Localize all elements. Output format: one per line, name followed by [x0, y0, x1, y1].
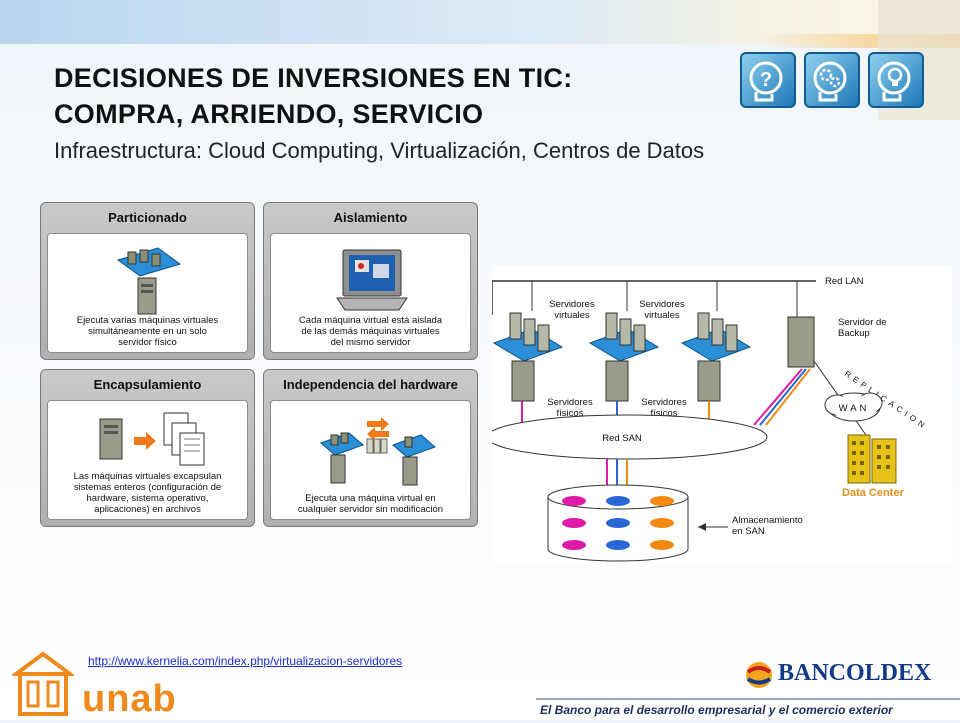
vm-migration-icon: [320, 417, 436, 486]
panel-description: Las máquinas virtuales excapsulan sistem…: [73, 471, 222, 515]
panel-content: Ejecuta una máquina virtual en cualquier…: [270, 400, 471, 520]
unab-logo-text: unab: [82, 678, 177, 720]
label-line: virtuales: [644, 310, 680, 321]
panel-title: Independencia del hardware: [283, 377, 458, 392]
panel-content: Ejecuta varias máquinas virtuales simult…: [47, 233, 248, 353]
lightbulb-head-icon: [868, 52, 924, 108]
label-line: virtuales: [554, 310, 590, 321]
panel-encapsulamiento: Encapsulamiento Las máquinas virtuales e…: [40, 369, 255, 527]
panel-title: Aislamiento: [333, 210, 408, 225]
panel-content: Cada máquina virtual está aislada de las…: [270, 233, 471, 353]
partitioned-server-icon: [116, 247, 182, 315]
label-line: físicos: [557, 408, 584, 419]
slide-subtitle: Infraestructura: Cloud Computing, Virtua…: [54, 138, 705, 163]
tagline-divider: [536, 698, 960, 720]
panel-content: Las máquinas virtuales excapsulan sistem…: [47, 400, 248, 520]
san-storage: [547, 484, 689, 562]
disk-blue: [606, 496, 630, 550]
source-link[interactable]: http://www.kernelia.com/index.php/virtua…: [88, 654, 403, 668]
disk-magenta: [562, 496, 586, 550]
label-data-center: Data Center: [842, 487, 904, 499]
laptop-icon: [336, 249, 408, 311]
label-line: en SAN: [732, 526, 765, 537]
panel-aislamiento: Aislamiento Cada máquina virtual está ai…: [263, 202, 478, 360]
server-group-3: [680, 312, 752, 402]
question-head-icon: ?: [740, 52, 796, 108]
disk-orange: [650, 496, 674, 550]
panel-description: Cada máquina virtual está aislada de las…: [298, 315, 443, 348]
panel-title: Encapsulamiento: [93, 377, 202, 392]
label-line: Backup: [838, 328, 870, 339]
wan-cloud: [824, 392, 883, 422]
label-wan: WAN: [839, 403, 870, 414]
unab-logo-icon: [9, 648, 77, 718]
label-red-san: Red SAN: [602, 433, 642, 444]
panel-description: Ejecuta una máquina virtual en cualquier…: [297, 493, 444, 515]
panel-description: Ejecuta varias máquinas virtuales simult…: [76, 315, 219, 348]
gears-head-icon: [804, 52, 860, 108]
bancoldex-logo-icon: [744, 660, 774, 690]
panel-title: Particionado: [108, 210, 187, 225]
slide-title: DECISIONES DE INVERSIONES EN TIC: COMPRA…: [54, 63, 573, 129]
bancoldex-tagline: El Banco para el desarrollo empresarial …: [540, 703, 893, 717]
server-group-2: [588, 312, 660, 402]
server-to-files-icon: [99, 412, 205, 466]
bancoldex-logo-text: BANCOLDEX: [778, 660, 932, 686]
backup-server: [787, 316, 815, 368]
label-line: físicos: [651, 408, 678, 419]
server-group-1: [492, 312, 564, 402]
panel-particionado: Particionado Ejecuta varias máquinas vir…: [40, 202, 255, 360]
data-center-icon: [847, 434, 897, 484]
panel-independencia: Independencia del hardware Ejecuta una m…: [263, 369, 478, 527]
label-red-lan: Red LAN: [825, 276, 864, 287]
svg-text:?: ?: [760, 69, 772, 91]
